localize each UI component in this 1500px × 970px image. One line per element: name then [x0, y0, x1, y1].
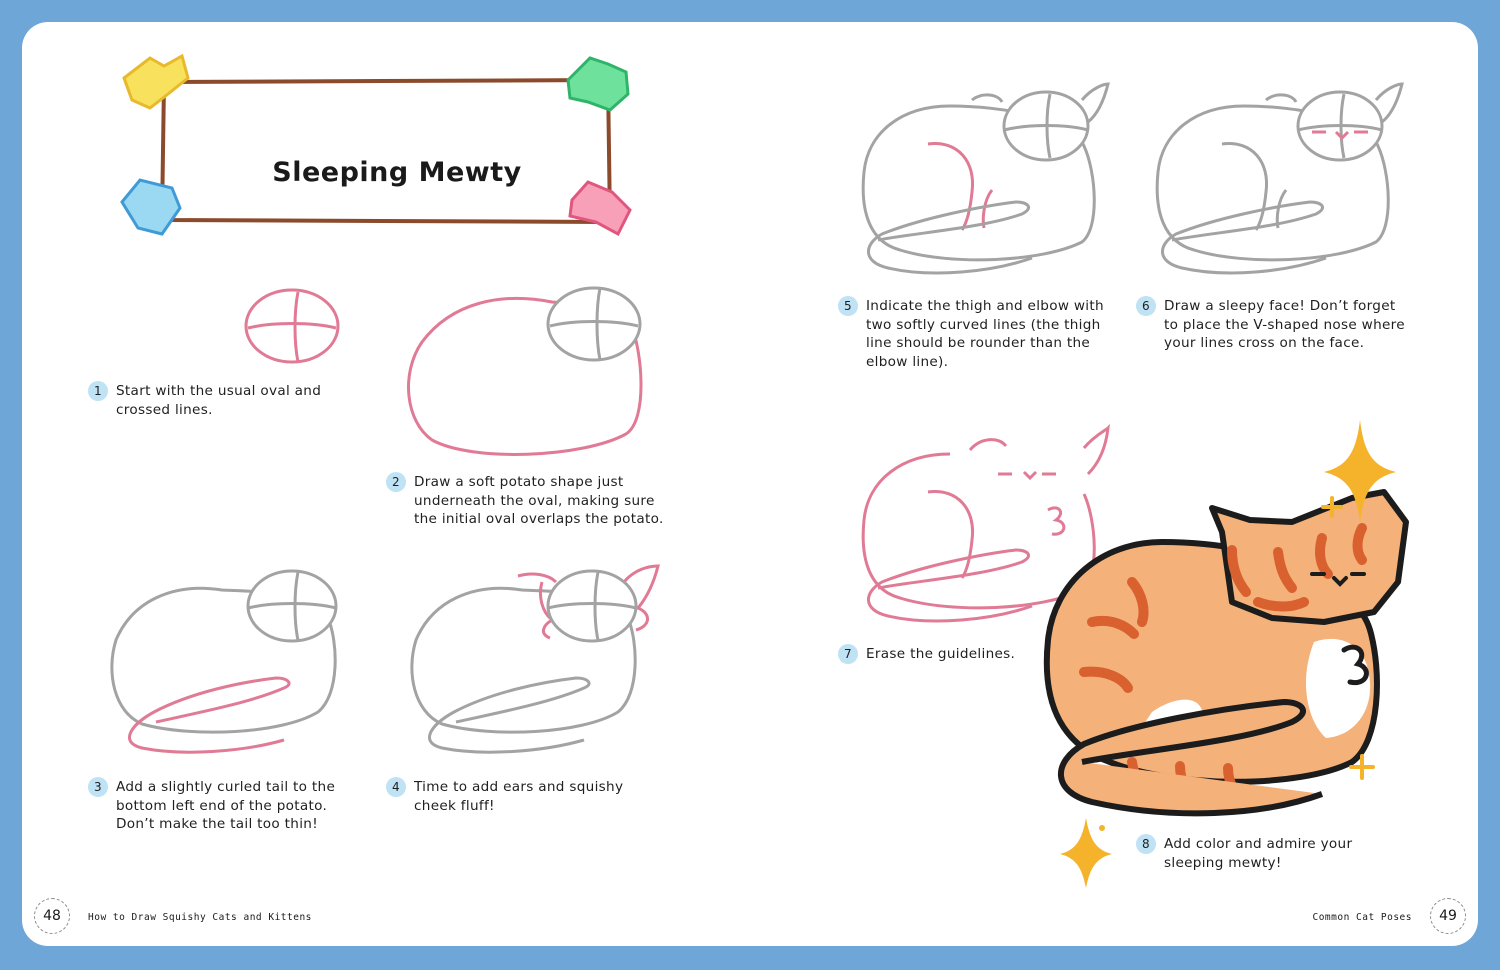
step-3: 3 Add a slightly curled tail to the bott… — [88, 777, 336, 834]
step-number-badge: 6 — [1136, 296, 1156, 316]
yellow-tape — [122, 53, 190, 110]
step-6: 6 Draw a sleepy face! Don’t forget to pl… — [1136, 296, 1405, 353]
step3-drawing — [110, 569, 338, 754]
step-instruction: Start with the usual oval and crossed li… — [116, 383, 322, 418]
step-number-badge: 8 — [1136, 834, 1156, 854]
blue-tape — [120, 178, 182, 236]
step-number-badge: 2 — [386, 472, 406, 492]
step-instruction: Indicate the thigh and elbow with two so… — [866, 298, 1104, 370]
step-number-badge: 7 — [838, 644, 858, 664]
step1-drawing — [244, 288, 340, 364]
step5-drawing — [861, 82, 1110, 275]
step-instruction: Add color and admire your sleeping mewty… — [1164, 836, 1353, 871]
page-title: Sleeping Mewty — [272, 157, 522, 188]
right-page-number: 49 — [1430, 898, 1466, 934]
step6-drawing — [1155, 82, 1404, 275]
step-number-badge: 5 — [838, 296, 858, 316]
step2-drawing — [407, 286, 643, 456]
step4-drawing — [410, 564, 660, 754]
step-5: 5 Indicate the thigh and elbow with two … — [838, 296, 1104, 371]
right-running-head: Common Cat Poses — [1312, 912, 1412, 923]
title-frame — [120, 53, 632, 237]
step-instruction: Time to add ears and squishy cheek fluff… — [414, 779, 624, 814]
step-7: 7 Erase the guidelines. — [838, 644, 1016, 664]
left-page-number: 48 — [34, 898, 70, 934]
step-2: 2 Draw a soft potato shape just undernea… — [386, 472, 664, 529]
pink-tape — [568, 180, 632, 237]
step-instruction: Erase the guidelines. — [866, 646, 1016, 662]
left-running-head: How to Draw Squishy Cats and Kittens — [88, 912, 312, 923]
step-1: 1 Start with the usual oval and crossed … — [88, 381, 322, 419]
step-instruction: Add a slightly curled tail to the bottom… — [116, 779, 336, 832]
sparkle-icon — [1060, 818, 1112, 888]
step-number-badge: 3 — [88, 777, 108, 797]
step-4: 4 Time to add ears and squishy cheek flu… — [386, 777, 624, 815]
book-spread: Sleeping Mewty — [22, 22, 1478, 946]
final-cat-illustration — [1043, 420, 1409, 888]
step-instruction: Draw a soft potato shape just underneath… — [414, 474, 664, 527]
step-instruction: Draw a sleepy face! Don’t forget to plac… — [1164, 298, 1405, 351]
step-number-badge: 1 — [88, 381, 108, 401]
step-number-badge: 4 — [386, 777, 406, 797]
step-8: 8 Add color and admire your sleeping mew… — [1136, 834, 1353, 872]
sparkle-icon — [1324, 420, 1396, 522]
green-tape — [566, 56, 630, 112]
